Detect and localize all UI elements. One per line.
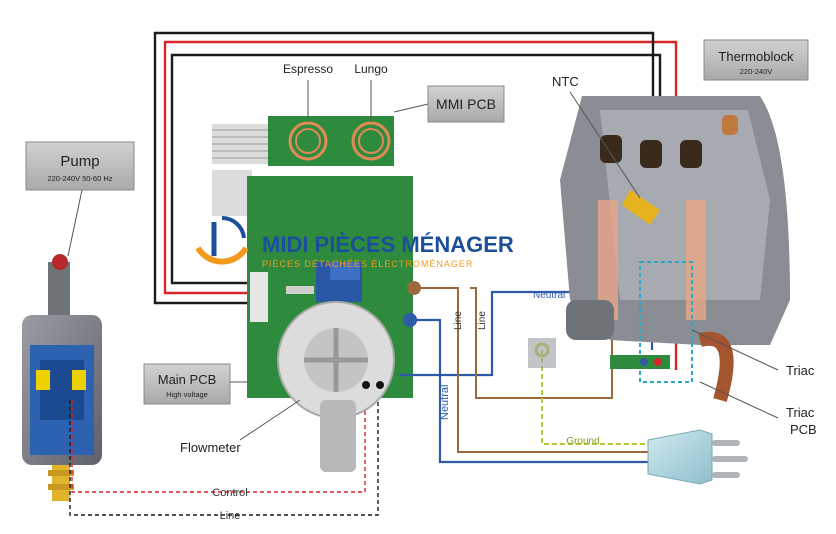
neutral-left-label: Neutral — [439, 385, 451, 420]
ntc-leader — [569, 91, 641, 199]
triac-pcb — [610, 261, 693, 383]
lungo-label: Lungo — [354, 62, 388, 76]
triac-leader — [691, 329, 779, 371]
line-wire-bottom — [69, 385, 379, 516]
mmi-pcb — [212, 116, 394, 216]
triac-pcb-label-1: Triac — [786, 405, 815, 420]
svg-text:220-240V: 220-240V — [740, 67, 773, 76]
thermoblock — [560, 96, 790, 402]
pump-title: Pump — [60, 153, 99, 170]
pump-label: Pump 220-240V 50-60 Hz — [25, 141, 135, 191]
line-wire-bottom-label: Line — [220, 510, 241, 522]
main-pcb-label: Main PCB High voltage — [143, 363, 231, 405]
line-b-label: Line — [477, 311, 488, 330]
pump-leader — [67, 189, 83, 257]
power-plug — [647, 429, 748, 485]
thermoblock-label: Thermoblock 220-240V — [703, 39, 809, 81]
ntc-label: NTC — [552, 74, 579, 89]
svg-text:MMI PCB: MMI PCB — [436, 96, 496, 112]
main-pcb — [247, 176, 413, 472]
svg-text:Thermoblock: Thermoblock — [718, 49, 794, 64]
mmi-pcb-label: MMI PCB — [427, 85, 505, 123]
espresso-label: Espresso — [283, 62, 333, 76]
triac-pcb-label-2: PCB — [790, 422, 817, 437]
ground-bracket — [528, 338, 556, 368]
watermark-tagline: PIÈCES DÉTACHÉES ÉLECTROMÉNAGER — [262, 259, 473, 269]
pump-spec: 220-240V 50-60 Hz — [47, 174, 112, 183]
watermark-brand: MIDI PIÈCES MÉNAGER — [262, 232, 514, 257]
watermark: MIDI PIÈCES MÉNAGER PIÈCES DÉTACHÉES ÉLE… — [195, 215, 514, 269]
svg-text:Main PCB: Main PCB — [158, 372, 217, 387]
control-wire — [71, 385, 366, 493]
black-wire-loop-outer — [153, 31, 655, 305]
mmi-leader — [393, 103, 429, 113]
svg-text:High voltage: High voltage — [166, 390, 208, 399]
neutral-top-label: Neutral — [533, 290, 565, 301]
flowmeter-label: Flowmeter — [180, 440, 241, 455]
line-a-label: Line — [453, 311, 464, 330]
control-wire-label: Control — [212, 487, 247, 499]
ground-label: Ground — [566, 436, 599, 447]
triac-pcb-leader — [699, 381, 779, 419]
triac-label: Triac — [786, 363, 815, 378]
flowmeter-leader — [239, 399, 301, 441]
pump — [22, 254, 102, 501]
